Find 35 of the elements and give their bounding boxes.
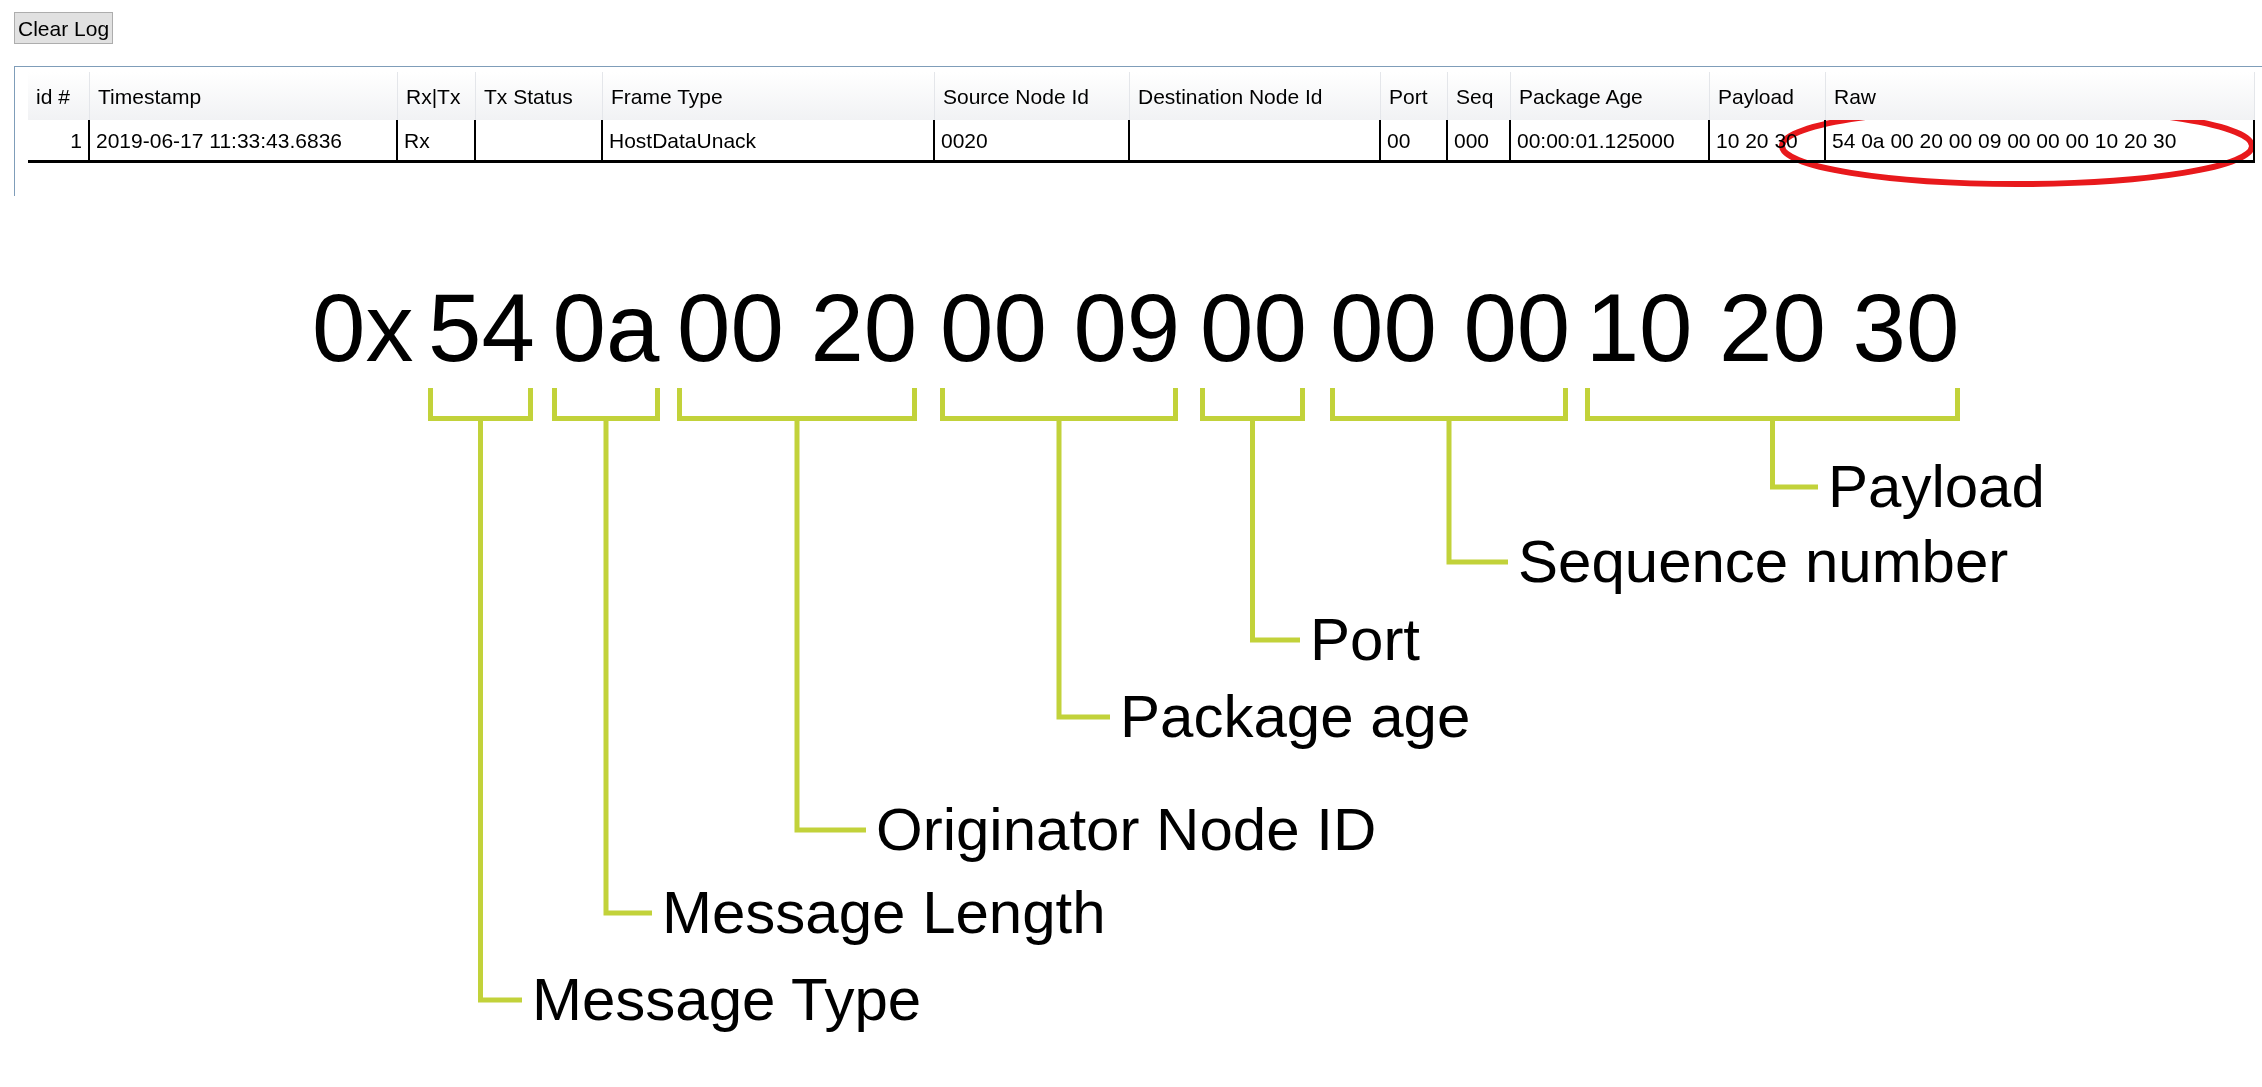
column-header: Destination Node Id bbox=[1130, 72, 1381, 120]
field-label: Sequence number bbox=[1508, 530, 2009, 594]
column-header: id # bbox=[28, 72, 90, 120]
field-label: Payload bbox=[1818, 455, 2045, 519]
hex-prefix: 0x bbox=[312, 280, 414, 376]
hex-bytes: 00 bbox=[1200, 280, 1305, 376]
column-header: Frame Type bbox=[603, 72, 935, 120]
hex-bytes: 54 bbox=[428, 280, 533, 376]
hex-bytes: 00 00 bbox=[1330, 280, 1568, 376]
leader-line bbox=[794, 421, 866, 833]
column-header: Raw bbox=[1826, 72, 2255, 120]
leader-line bbox=[603, 421, 652, 916]
column-header: Seq bbox=[1448, 72, 1511, 120]
column-header: Rx|Tx bbox=[398, 72, 476, 120]
column-header: Payload bbox=[1710, 72, 1826, 120]
field-label: Originator Node ID bbox=[866, 798, 1377, 862]
leader-line bbox=[1250, 421, 1300, 643]
field-label: Message Type bbox=[522, 968, 922, 1032]
column-header: Source Node Id bbox=[935, 72, 1130, 120]
hex-bytes: 10 20 30 bbox=[1585, 280, 1960, 376]
column-header: Package Age bbox=[1511, 72, 1710, 120]
leader-line bbox=[1770, 421, 1818, 490]
field-label: Message Length bbox=[652, 881, 1106, 945]
column-header: Port bbox=[1381, 72, 1448, 120]
leader-line bbox=[1446, 421, 1508, 565]
hex-bytes: 00 09 bbox=[940, 280, 1178, 376]
hex-bytes: 00 20 bbox=[677, 280, 917, 376]
field-label: Package age bbox=[1110, 685, 1471, 749]
column-header: Tx Status bbox=[476, 72, 603, 120]
leader-line bbox=[478, 421, 522, 1003]
leader-line bbox=[1056, 421, 1110, 720]
field-label: Port bbox=[1300, 608, 1421, 672]
hex-bytes: 0a bbox=[552, 280, 660, 376]
clear-log-button: Clear Log bbox=[14, 12, 114, 44]
column-header: Timestamp bbox=[90, 72, 398, 120]
